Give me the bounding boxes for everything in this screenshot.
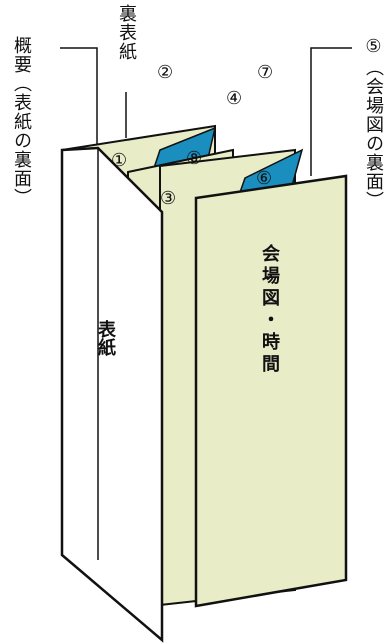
label-map-back: ⑤（会場図の裏面） (363, 36, 384, 210)
label-back-cover: 裏表紙 (116, 4, 137, 61)
panel-number-1: ① (111, 150, 128, 171)
label-overview: 概要（表紙の裏面） (11, 36, 32, 207)
panel-number-2: ② (157, 62, 174, 83)
panel-number-8: ⑧ (186, 148, 203, 169)
map-panel-title: 会場図・時間 (259, 244, 280, 376)
panel-number-7: ⑦ (257, 62, 274, 83)
panel-number-6: ⑥ (256, 168, 273, 189)
cover-title: 表紙 (95, 320, 116, 356)
cover-panel-front (60, 146, 164, 643)
panel-number-4: ④ (226, 88, 243, 109)
panel-number-3: ③ (160, 188, 177, 209)
leader-line-overview (60, 47, 98, 148)
leader-line-map-back (310, 47, 352, 176)
map-panel (194, 174, 348, 608)
